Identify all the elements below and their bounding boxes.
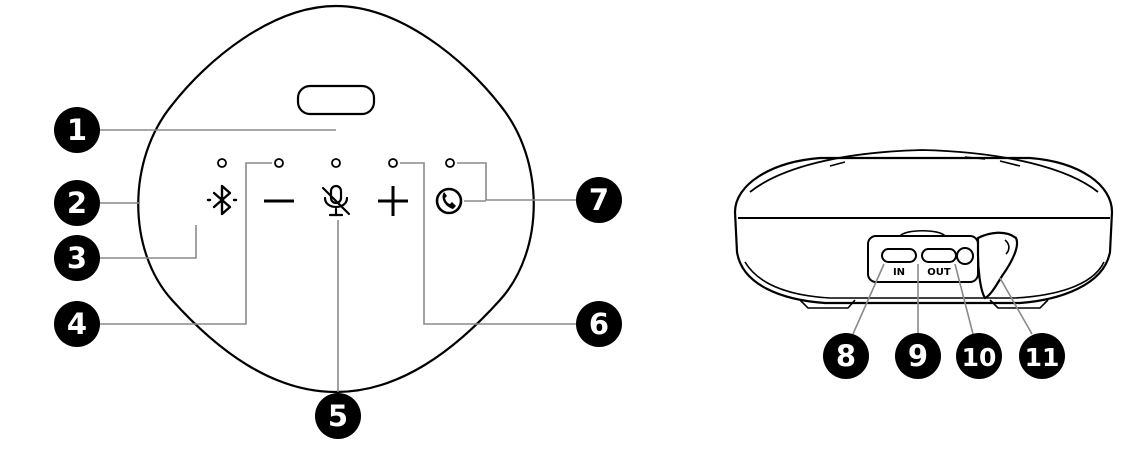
callout-7: 7 bbox=[576, 177, 622, 223]
mic-mute-icon bbox=[321, 184, 351, 217]
side-feet bbox=[799, 299, 1049, 309]
port-in-label: IN bbox=[893, 267, 905, 278]
leader-8 bbox=[852, 263, 885, 335]
bluetooth-icon bbox=[206, 184, 238, 216]
callout-5: 5 bbox=[315, 393, 361, 439]
callout-6: 6 bbox=[576, 301, 622, 347]
top-slot bbox=[296, 84, 376, 116]
callout-10: 10 bbox=[956, 333, 1002, 379]
led-indicator-5 bbox=[445, 158, 455, 168]
leader-10 bbox=[954, 263, 974, 335]
led-indicator-2 bbox=[274, 158, 284, 168]
callout-3-label: 3 bbox=[67, 241, 87, 275]
callout-9: 9 bbox=[895, 333, 941, 379]
usb-c-in-port bbox=[881, 248, 917, 263]
callout-9-label: 9 bbox=[908, 339, 928, 373]
top-view bbox=[137, 4, 535, 394]
callout-1: 1 bbox=[54, 107, 100, 153]
callout-7-label: 7 bbox=[589, 183, 609, 217]
usb-c-out-port bbox=[921, 248, 957, 263]
callout-4: 4 bbox=[54, 301, 100, 347]
leader-7 bbox=[457, 162, 576, 201]
callout-11-label: 11 bbox=[1025, 343, 1060, 372]
leader-4 bbox=[100, 162, 272, 325]
port-out-label: OUT bbox=[927, 267, 951, 278]
callout-6-label: 6 bbox=[589, 307, 609, 341]
leader-6 bbox=[400, 162, 576, 325]
lanyard-loop bbox=[976, 231, 1019, 300]
led-indicator-3 bbox=[331, 158, 341, 168]
callout-11: 11 bbox=[1019, 333, 1065, 379]
side-top-dome bbox=[749, 149, 1099, 193]
leader-lines-side bbox=[852, 263, 1033, 335]
leader-11 bbox=[999, 277, 1033, 335]
side-view bbox=[733, 149, 1114, 309]
aux-jack bbox=[956, 247, 974, 265]
device-body-outline bbox=[137, 4, 535, 394]
callout-2-label: 2 bbox=[67, 186, 87, 220]
callout-8: 8 bbox=[823, 333, 869, 379]
callout-4-label: 4 bbox=[67, 307, 87, 341]
led-indicator-1 bbox=[217, 158, 227, 168]
side-body-outline bbox=[733, 156, 1114, 305]
side-base-rim bbox=[744, 261, 1105, 299]
led-indicators bbox=[217, 158, 455, 168]
callout-8-label: 8 bbox=[836, 339, 856, 373]
led-indicator-4 bbox=[388, 158, 398, 168]
side-top-ridge bbox=[829, 156, 1021, 167]
callout-5-label: 5 bbox=[328, 399, 348, 433]
phone-icon bbox=[435, 187, 463, 215]
callout-2: 2 bbox=[54, 180, 100, 226]
callout-3: 3 bbox=[54, 235, 100, 281]
leader-3 bbox=[100, 225, 197, 259]
leader-lines-top bbox=[100, 129, 576, 392]
port-panel bbox=[867, 229, 979, 283]
callout-1-label: 1 bbox=[67, 113, 87, 147]
callout-10-label: 10 bbox=[962, 343, 997, 372]
volume-up-icon bbox=[378, 186, 408, 216]
